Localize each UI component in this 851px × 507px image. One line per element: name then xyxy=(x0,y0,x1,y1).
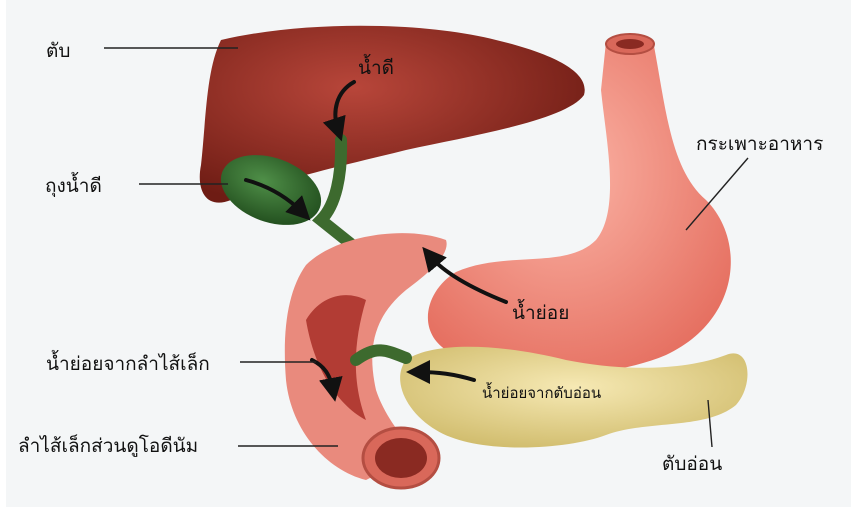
gallbladder-label: ถุงน้ำดี xyxy=(45,172,102,198)
duodenum-label: ลำไส้เล็กส่วนดูโอดีนัม xyxy=(18,433,198,457)
pancreas-label: ตับอ่อน xyxy=(662,453,722,475)
intestinal-juice-label: น้ำย่อยจากลำไส้เล็ก xyxy=(46,350,210,375)
pancreatic-duct xyxy=(356,350,406,360)
bile-label: น้ำดี xyxy=(358,54,394,79)
chyme-label: น้ำย่อย xyxy=(512,299,569,324)
liver-label: ตับ xyxy=(46,40,70,62)
stomach-label: กระเพาะอาหาร xyxy=(696,133,823,155)
diagram-svg: ตับ น้ำดี ถุงน้ำดี กระเพาะอาหาร น้ำย่อย … xyxy=(6,0,851,507)
pancreatic-juice-label: น้ำย่อยจากตับอ่อน xyxy=(482,382,601,402)
